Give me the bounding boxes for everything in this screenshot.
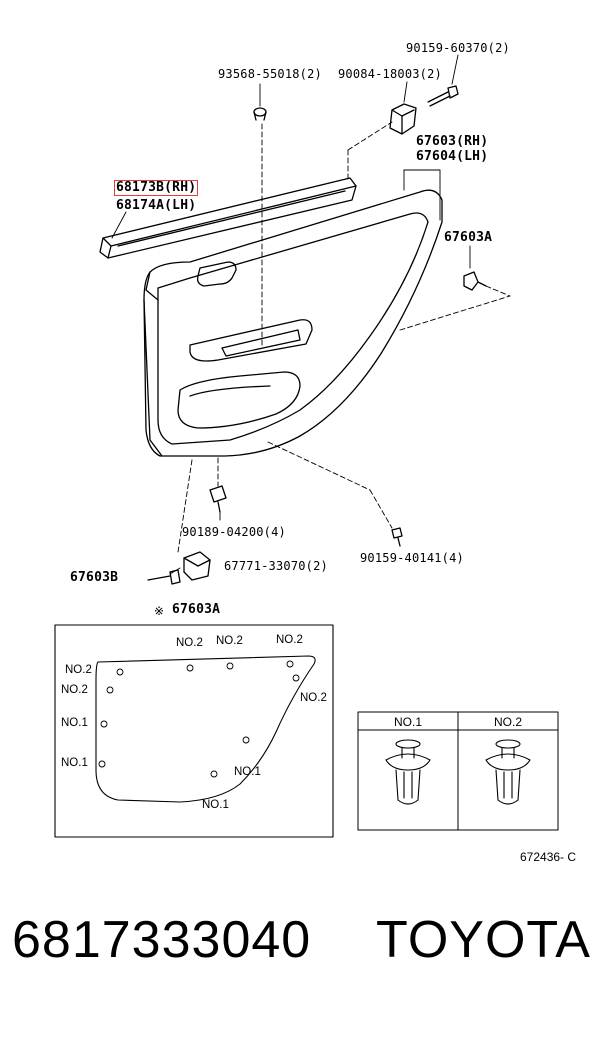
bolt-shape xyxy=(427,85,459,107)
callout-bolt-top: 90159-60370(2) xyxy=(406,41,510,55)
inset-clip-label: NO.1 xyxy=(61,717,88,729)
door-panel-shape xyxy=(143,189,443,457)
inset-clip-label: NO.1 xyxy=(234,766,261,778)
inset-clip-label: NO.1 xyxy=(61,757,88,769)
door-trim-exploded-diagram xyxy=(54,54,559,838)
inset-clip-label: NO.2 xyxy=(276,634,303,646)
callout-weatherstrip-lh: 68174A(LH) xyxy=(116,198,197,213)
part-67771-shape xyxy=(183,551,211,581)
clip-67603a-shape xyxy=(463,271,487,291)
weatherstrip-shape xyxy=(99,177,357,259)
inset-title: 67603A xyxy=(172,602,221,617)
clip-no1-drawing xyxy=(385,739,431,805)
callout-panel-lh: 67604(LH) xyxy=(416,149,489,164)
inset-clip-label: NO.2 xyxy=(61,684,88,696)
inset-clip-label: NO.1 xyxy=(202,799,229,811)
callout-part-67771: 67771-33070(2) xyxy=(224,559,328,573)
clip-67603b-shape xyxy=(147,569,181,585)
callout-clip-67603b: 67603B xyxy=(70,570,119,585)
callout-screw-90189: 90189-04200(4) xyxy=(182,525,286,539)
inset-clip-label: NO.2 xyxy=(176,637,203,649)
inset-clip-label: NO.2 xyxy=(216,635,243,647)
callout-weatherstrip-rh: 68173B(RH) xyxy=(114,180,199,196)
brand-name: TOYOTA xyxy=(376,911,591,969)
clip-93568-shape xyxy=(253,107,267,121)
callout-screw-90159-40141: 90159-40141(4) xyxy=(360,551,464,565)
table-header-no1: NO.1 xyxy=(393,715,422,729)
callout-clip-67603a: 67603A xyxy=(444,230,493,245)
screw-90159-shape xyxy=(391,527,403,547)
clip-no2-drawing xyxy=(485,739,531,805)
inset-panel-outline xyxy=(95,655,316,803)
screw-90189-shape xyxy=(209,485,227,513)
inset-clip-holes xyxy=(98,660,300,778)
bracket-shape xyxy=(389,103,417,135)
inset-clip-label: NO.2 xyxy=(300,692,327,704)
inset-frame xyxy=(54,624,334,838)
drawing-code: 672436- C xyxy=(520,850,577,864)
callout-clip-93568: 93568-55018(2) xyxy=(218,67,322,81)
table-header-no2: NO.2 xyxy=(493,715,522,729)
inset-clip-label: NO.2 xyxy=(65,664,92,676)
callout-panel-rh: 67603(RH) xyxy=(416,134,489,149)
inset-mark-icon: ※ xyxy=(154,604,165,618)
part-number: 6817333040 xyxy=(12,911,312,969)
callout-bracket-90084: 90084-18003(2) xyxy=(338,67,442,81)
